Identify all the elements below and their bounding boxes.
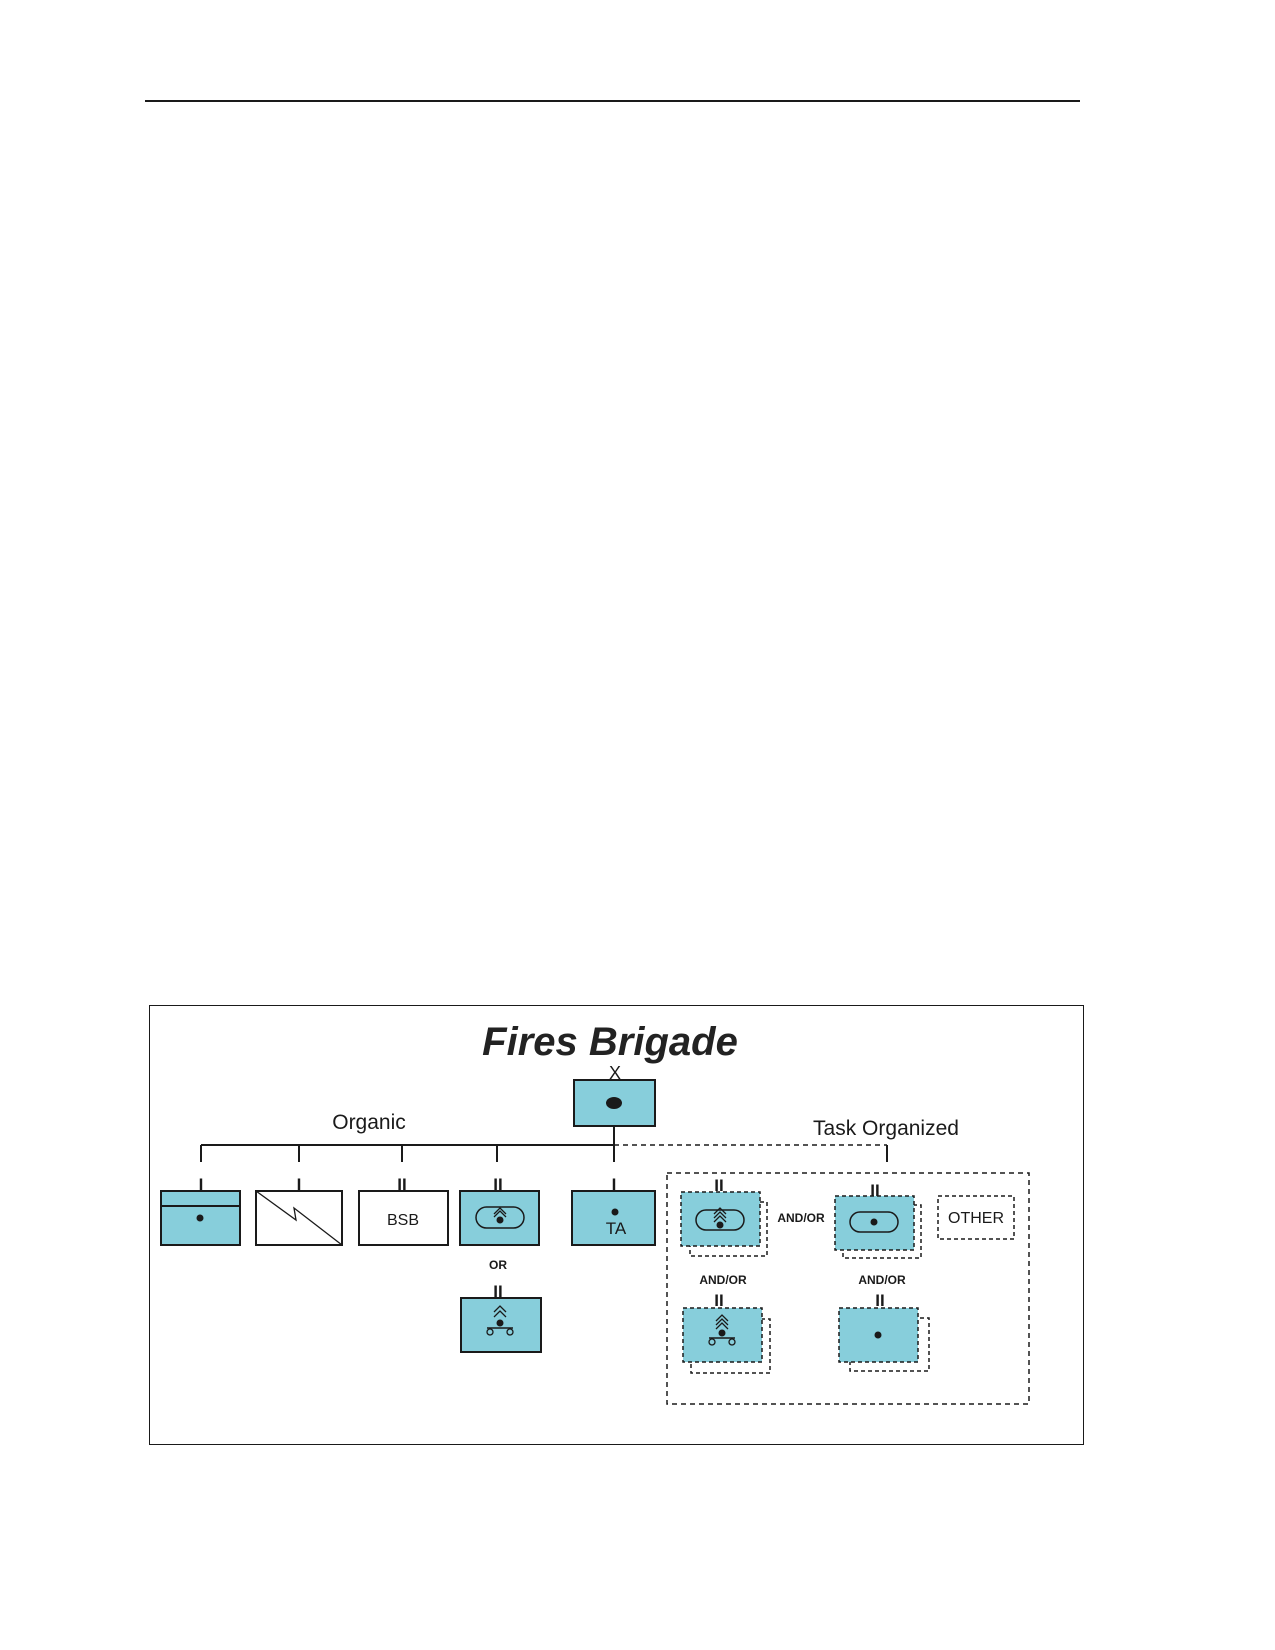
organic-label: Organic: [332, 1111, 406, 1134]
tracked-artillery-icon: [849, 1211, 899, 1233]
signal-lightning-icon: [255, 1190, 343, 1246]
dot-with-bar-icon: [196, 1214, 204, 1222]
unit-echelon: II: [714, 1176, 723, 1195]
organic-unit-3-box: [358, 1190, 449, 1246]
and-or-connector: AND/OR: [699, 1273, 747, 1287]
header-rule: [145, 100, 1080, 102]
diagram-title: Fires Brigade: [482, 1020, 738, 1064]
filled-oval-icon: [606, 1097, 622, 1109]
organic-unit-2-box: [255, 1190, 343, 1246]
unit-echelon: II: [493, 1175, 502, 1194]
ta-label: TA: [606, 1219, 627, 1238]
unit-echelon: II: [714, 1291, 723, 1310]
tracked-artillery-icon: [475, 1206, 525, 1229]
task-unit-1-box: [680, 1191, 761, 1247]
hq-echelon: X: [609, 1063, 621, 1083]
wheeled-rocket-artillery-icon: [708, 1314, 736, 1346]
unit-echelon: II: [493, 1282, 502, 1301]
bsb-label: BSB: [387, 1212, 419, 1229]
unit-echelon: I: [612, 1175, 617, 1194]
field-artillery-dot-icon: [874, 1331, 882, 1339]
or-connector: OR: [489, 1258, 507, 1272]
other-label: OTHER: [948, 1210, 1004, 1227]
unit-echelon: II: [875, 1291, 884, 1310]
unit-echelon: I: [199, 1175, 204, 1194]
unit-echelon: I: [297, 1175, 302, 1194]
other-unit-box: [937, 1195, 1015, 1240]
unit-echelon: II: [870, 1181, 879, 1200]
task-organized-label: Task Organized: [813, 1117, 959, 1140]
and-or-connector: AND/OR: [777, 1211, 825, 1225]
wheeled-artillery-icon: [486, 1305, 514, 1336]
and-or-connector: AND/OR: [858, 1273, 906, 1287]
reinforce-shadow: [849, 1317, 930, 1372]
unit-echelon: II: [397, 1175, 406, 1194]
fires-brigade-diagram: Fires Brigade X Organic Task Organized I…: [149, 1005, 1084, 1445]
organic-unit-5-box: [571, 1190, 656, 1246]
tracked-rocket-artillery-icon: [695, 1207, 745, 1231]
task-organized-frame: [666, 1172, 1030, 1405]
target-acquisition-icon: [611, 1208, 619, 1216]
